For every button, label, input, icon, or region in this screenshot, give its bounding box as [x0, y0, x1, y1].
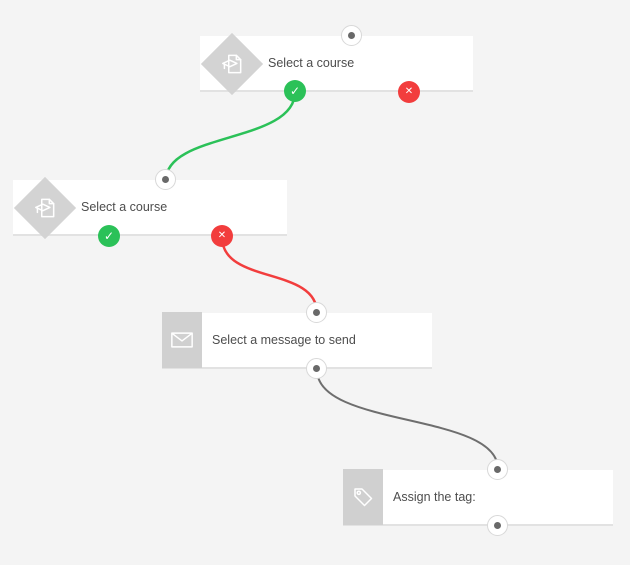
envelope-icon	[162, 312, 202, 368]
wire-error-course2-to-message	[220, 236, 319, 314]
success-badge-course1[interactable]: ✓	[284, 80, 306, 102]
conn-dot	[348, 32, 355, 39]
wire-success-course1-to-course2	[164, 91, 297, 181]
conn-point-tag-output[interactable]	[487, 515, 508, 536]
conn-dot	[162, 176, 169, 183]
node-course-2[interactable]: Select a course	[13, 180, 287, 236]
node-tag[interactable]: Assign the tag:	[343, 469, 613, 526]
error-badge-course2[interactable]: ✕	[211, 225, 233, 247]
node-tag-label: Assign the tag:	[393, 490, 476, 504]
graduation-course-glyph	[32, 195, 58, 221]
conn-dot	[313, 365, 320, 372]
conn-point-course2-input[interactable]	[155, 169, 176, 190]
wire-message-to-tag	[316, 369, 499, 470]
graduation-course-icon	[200, 32, 264, 96]
node-course-1-label: Select a course	[268, 56, 355, 70]
tag-icon	[343, 469, 383, 525]
conn-point-message-output[interactable]	[306, 358, 327, 379]
conn-dot	[313, 309, 320, 316]
node-message-label: Select a message to send	[212, 333, 356, 347]
conn-point-tag-input[interactable]	[487, 459, 508, 480]
graduation-course-icon	[13, 176, 77, 240]
conn-point-course1-input[interactable]	[341, 25, 362, 46]
node-course-2-label: Select a course	[81, 200, 168, 214]
conn-dot	[494, 522, 501, 529]
node-message[interactable]: Select a message to send	[162, 312, 432, 369]
graduation-course-glyph	[219, 51, 245, 77]
error-badge-course1[interactable]: ✕	[398, 81, 420, 103]
success-badge-course2[interactable]: ✓	[98, 225, 120, 247]
conn-dot	[494, 466, 501, 473]
conn-point-message-input[interactable]	[306, 302, 327, 323]
